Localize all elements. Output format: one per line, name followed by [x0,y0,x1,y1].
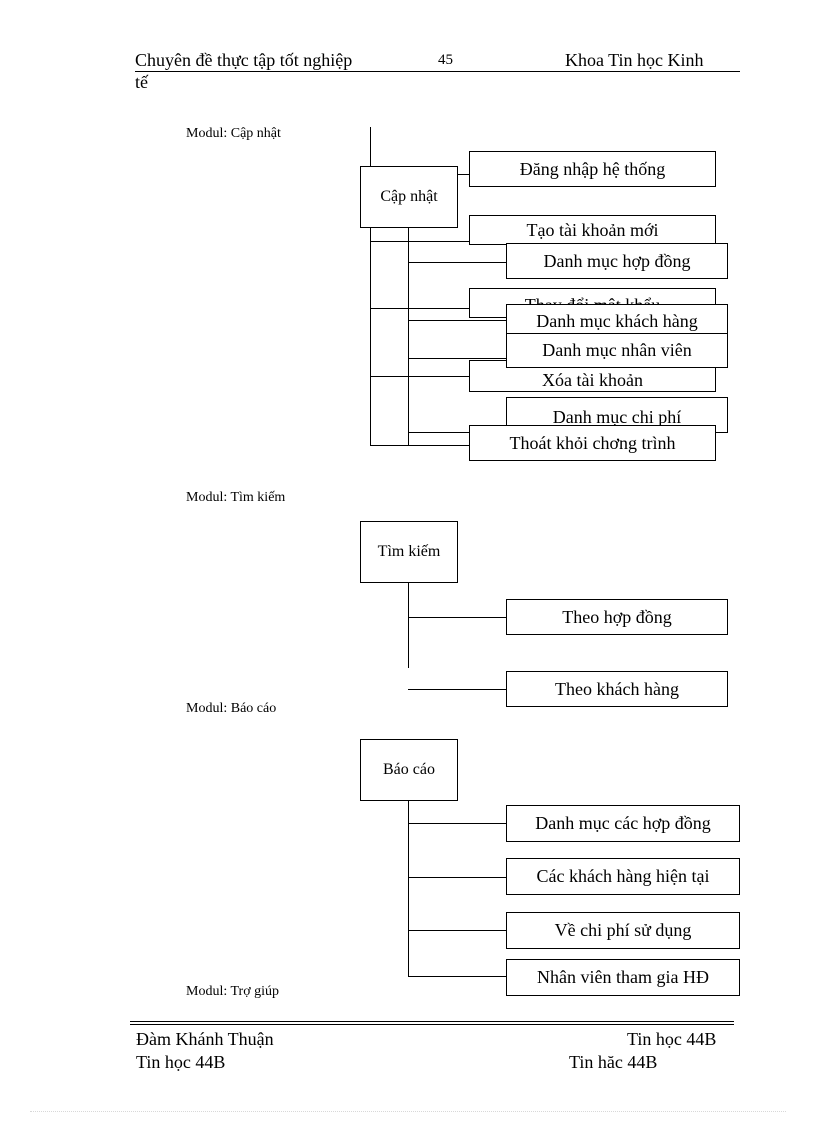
page-edge [30,1111,786,1112]
footer-rule-bottom [130,1024,734,1025]
menu-item-thoat: Thoát khỏi chơng trình [469,425,716,461]
root-node-cap-nhat: Cập nhật [360,166,458,228]
report-contracts: Danh mục các hợp đồng [506,805,740,842]
footer-rule-top [130,1021,734,1022]
connector [370,127,371,445]
footer-class-right-top: Tin học 44B [627,1029,717,1049]
menu-item-danh-muc-nhan-vien: Danh mục nhân viên [506,333,728,368]
module-label-bao-cao: Modul: Báo cáo [186,701,277,716]
connector [408,823,506,824]
connector [408,228,409,446]
header-rule [135,50,740,72]
connector [408,320,506,321]
header-department: Khoa Tin học Kinh [565,50,704,70]
report-staff: Nhân viên tham gia HĐ [506,959,740,996]
header-title: Chuyên đề thực tập tốt nghiệp [135,50,353,70]
search-by-contract: Theo hợp đồng [506,599,728,635]
footer-class-left: Tin học 44B [136,1052,226,1072]
header-department-wrap: tế [135,72,148,92]
connector [370,308,470,309]
connector [457,174,469,175]
connector [408,432,506,433]
report-current-customers: Các khách hàng hiện tại [506,858,740,895]
search-by-customer: Theo khách hàng [506,671,728,707]
footer-author: Đàm Khánh Thuận [136,1029,274,1049]
connector [408,689,506,690]
connector [408,262,506,263]
connector [408,570,409,668]
connector [370,241,470,242]
root-node-tim-kiem: Tìm kiếm [360,521,458,583]
page-number: 45 [438,52,453,68]
module-label-tim-kiem: Modul: Tìm kiếm [186,490,286,505]
connector [408,617,506,618]
module-label-cap-nhat: Modul: Cập nhật [186,126,281,141]
connector [370,445,470,446]
connector [408,800,409,976]
connector [370,376,470,377]
report-usage-costs: Về chi phí sử dụng [506,912,740,949]
connector [408,976,506,977]
menu-item-danh-muc-hop-dong: Danh mục hợp đồng [506,243,728,279]
menu-item-tao-tai-khoan: Tạo tài khoản mới [469,215,716,245]
menu-item-dang-nhap: Đăng nhập hệ thống [469,151,716,187]
connector [408,358,506,359]
connector [408,930,506,931]
module-label-tro-giup: Modul: Trợ giúp [186,984,279,999]
root-node-bao-cao: Báo cáo [360,739,458,801]
connector [408,877,506,878]
footer-class-right-bottom: Tin hăc 44B [569,1052,658,1072]
